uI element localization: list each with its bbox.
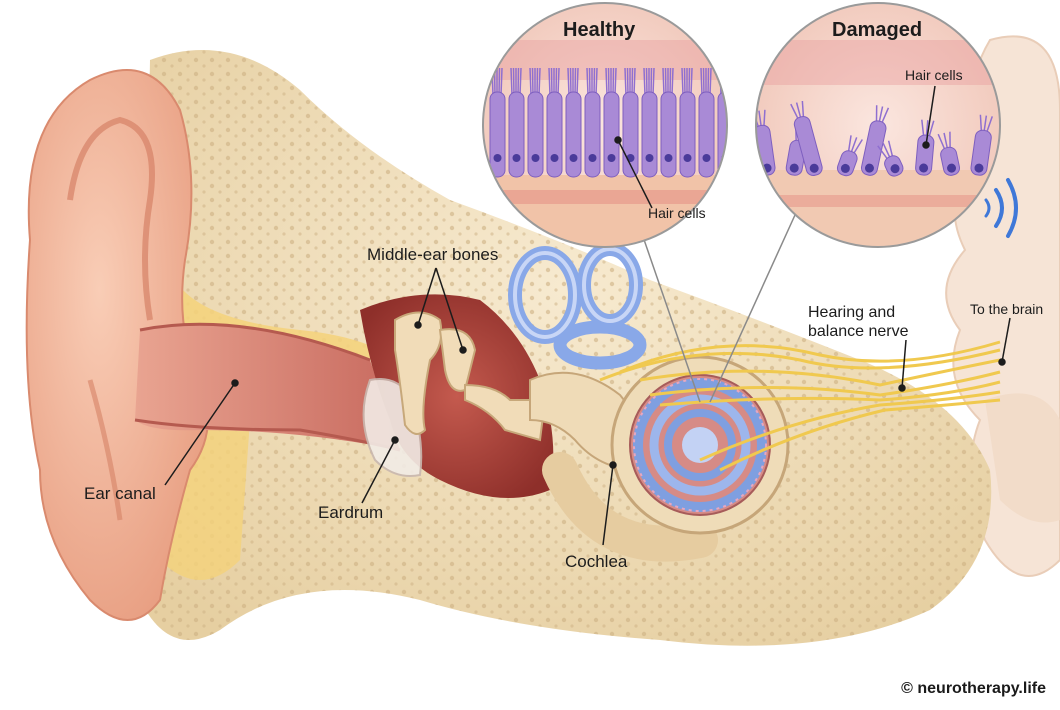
healthy-hair-cell bbox=[546, 67, 563, 178]
damaged-hair-cell bbox=[877, 140, 904, 177]
label-leader-lines bbox=[164, 85, 1011, 546]
healthy-hair-cell bbox=[527, 67, 544, 178]
healthy-hair-cell bbox=[508, 67, 525, 178]
cochlea bbox=[610, 355, 790, 535]
hearing-balance-nerve bbox=[599, 340, 1001, 472]
healthy-hair-cell bbox=[584, 67, 601, 178]
semicircular-canals bbox=[508, 242, 647, 370]
healthy-title: Healthy bbox=[563, 19, 636, 41]
damaged-hair-cell bbox=[937, 131, 961, 176]
hearing-nerve-label: Hearing and balance nerve bbox=[808, 304, 909, 340]
callout-lines bbox=[639, 214, 796, 403]
healthy-hair-cell bbox=[565, 67, 582, 178]
damaged-hair-cell bbox=[790, 100, 823, 176]
damaged-title: Damaged bbox=[832, 19, 923, 41]
damaged-hair-cell bbox=[860, 105, 890, 176]
healthy-hair-cell-row bbox=[489, 67, 727, 178]
ear-canal-label: Ear canal bbox=[84, 484, 156, 503]
healthy-hair-cells-label: Hair cells bbox=[648, 205, 706, 221]
healthy-hair-cells-inset bbox=[482, 2, 728, 248]
to-brain-label: To the brain bbox=[970, 301, 1044, 317]
eardrum-label: Eardrum bbox=[318, 503, 384, 522]
damaged-hair-cell bbox=[836, 135, 863, 177]
healthy-hair-cell bbox=[660, 67, 677, 178]
healthy-hair-cell bbox=[622, 67, 639, 178]
middle-ear-bones bbox=[394, 311, 547, 442]
healthy-hair-cell bbox=[698, 67, 715, 178]
healthy-hair-cell bbox=[641, 67, 658, 178]
damaged-hair-cells-label: Hair cells bbox=[905, 67, 963, 83]
middle-ear-bones-label: Middle-ear bones bbox=[367, 245, 499, 264]
healthy-hair-cell bbox=[603, 67, 620, 178]
damaged-hair-cell bbox=[970, 114, 993, 176]
cochlea-label: Cochlea bbox=[565, 552, 628, 571]
ear-canal bbox=[134, 322, 401, 452]
healthy-hair-cell bbox=[679, 67, 696, 178]
sound-wave-icon bbox=[984, 178, 1018, 238]
copyright-credit: © neurotherapy.life bbox=[901, 680, 1046, 697]
